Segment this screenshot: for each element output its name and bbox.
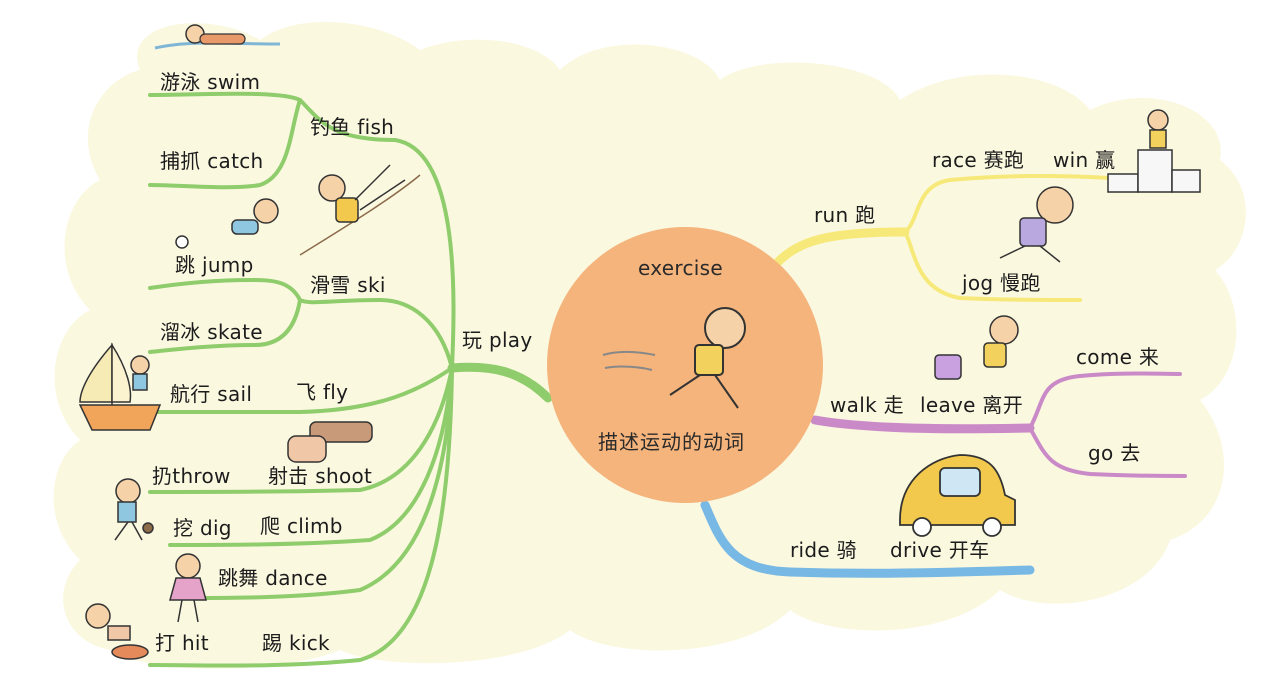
car-icon <box>899 454 1016 537</box>
item-skate: 溜冰 skate <box>160 320 263 344</box>
item-swim: 游泳 swim <box>160 70 261 94</box>
item-throw: 扔throw <box>152 464 231 488</box>
item-shoot: 射击 shoot <box>268 464 373 488</box>
run-branch-lines <box>773 173 1112 302</box>
dancer-icon <box>169 553 207 623</box>
item-jog: jog 慢跑 <box>962 271 1041 295</box>
item-hit: 打 hit <box>155 631 209 655</box>
hitter-icon <box>85 603 149 660</box>
walk-branch-label: walk 走 <box>830 393 904 417</box>
item-dance: 跳舞 dance <box>218 566 328 590</box>
item-sail: 航行 sail <box>170 382 253 406</box>
item-fly: 飞 fly <box>296 380 349 404</box>
walk-branch-lines <box>810 371 1187 478</box>
jumper-icon <box>175 198 279 249</box>
hand-gun-icon <box>287 421 373 463</box>
thrower-icon <box>114 478 154 541</box>
swimmer-icon <box>154 24 281 50</box>
item-drive: drive 开车 <box>890 538 990 562</box>
run-branch-label: run 跑 <box>814 203 876 227</box>
item-fish: 钓鱼 fish <box>310 115 395 139</box>
skier-icon <box>299 164 421 256</box>
ride-branch-lines <box>700 500 1035 578</box>
walker-icon <box>934 315 1019 380</box>
center-subtitle: 描述运动的动词 <box>598 430 745 454</box>
item-climb: 爬 climb <box>260 514 343 538</box>
item-dig: 挖 dig <box>173 516 232 540</box>
jogger-icon <box>999 186 1074 263</box>
item-race: race 赛跑 <box>932 148 1025 172</box>
ride-branch-label: ride 骑 <box>790 538 857 562</box>
item-go: go 去 <box>1088 441 1141 465</box>
item-kick: 踢 kick <box>262 631 330 655</box>
item-come: come 来 <box>1076 345 1160 369</box>
item-win: win 赢 <box>1053 148 1116 172</box>
play-branch-lines <box>148 91 553 668</box>
item-jump: 跳 jump <box>175 253 254 277</box>
sailboat-icon <box>78 342 162 431</box>
item-leave: leave 离开 <box>920 393 1024 417</box>
play-branch-label: 玩 play <box>462 328 533 352</box>
center-title: exercise <box>638 256 723 280</box>
item-ski: 滑雪 ski <box>310 273 386 297</box>
podium-icon <box>1107 109 1201 193</box>
runner-icon <box>602 307 746 409</box>
center-circle <box>547 227 823 503</box>
item-catch: 捕抓 catch <box>160 149 264 173</box>
